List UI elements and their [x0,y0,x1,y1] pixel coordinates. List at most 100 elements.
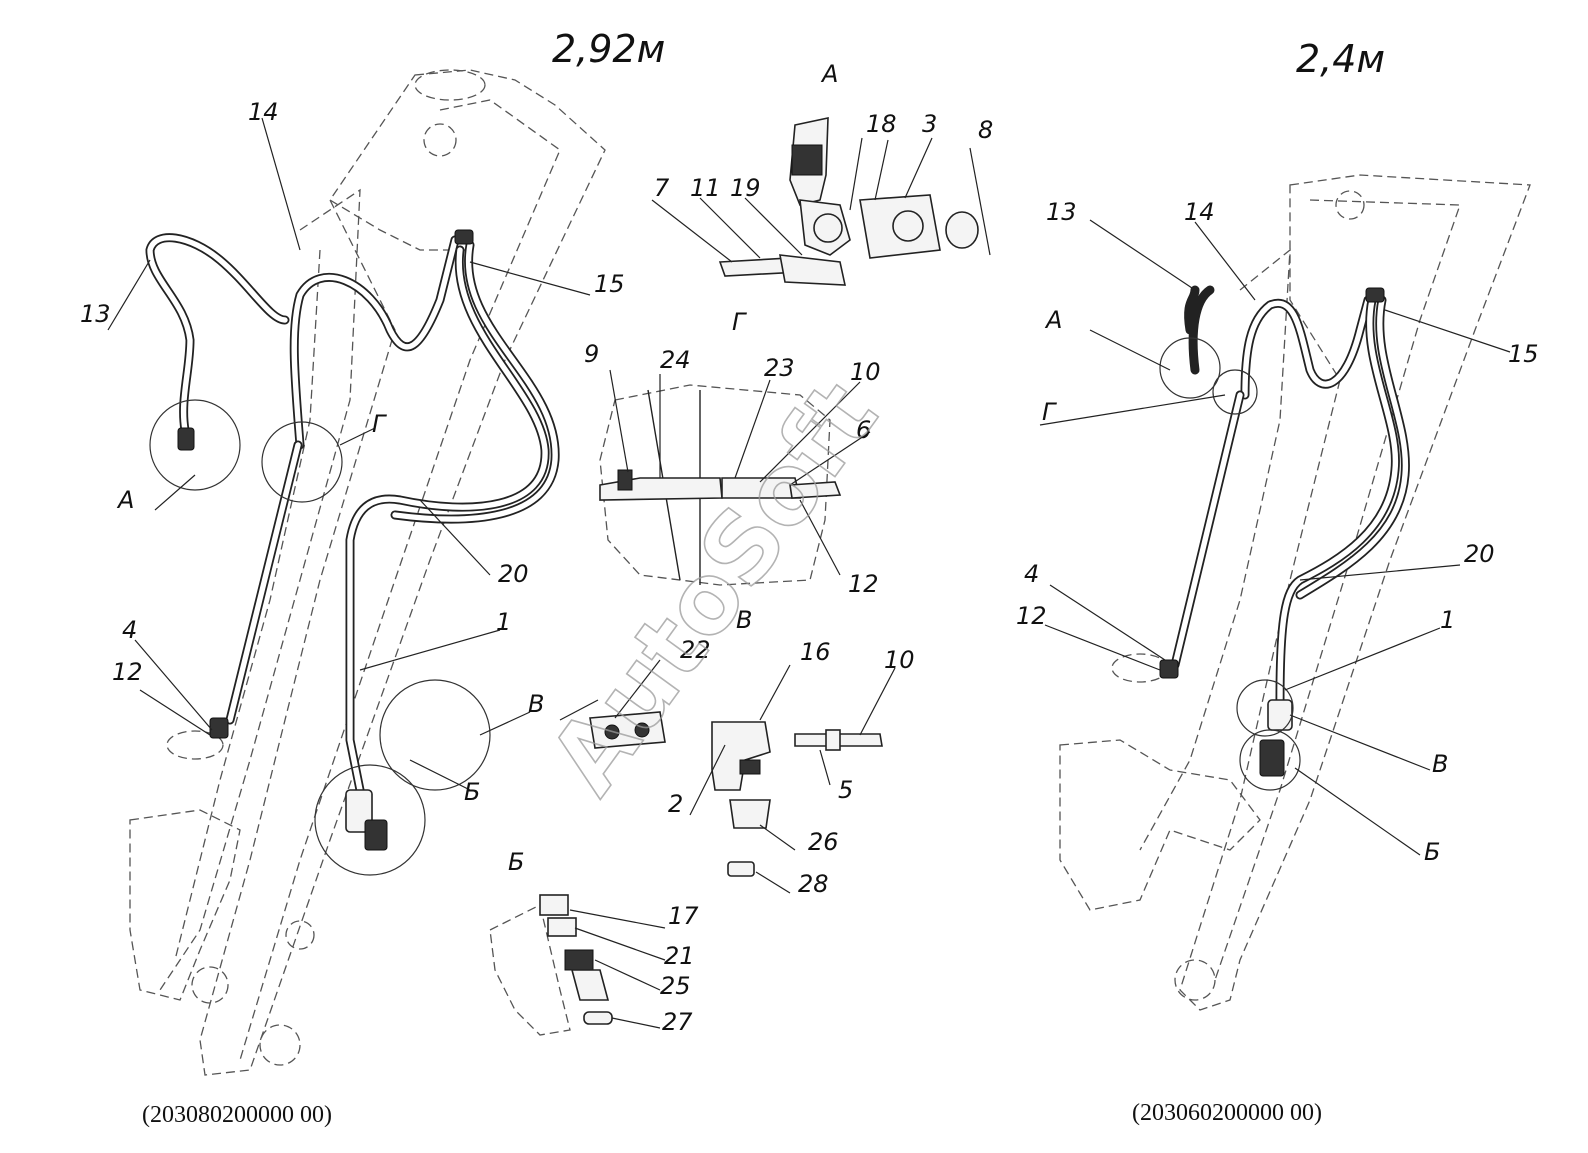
label-16: 16 [800,638,831,666]
detail-a-banjo [813,213,843,243]
label-view-a-r: А [1044,306,1062,334]
detail-v: В 22 16 10 2 5 26 28 [559,606,915,898]
label-22: 22 [680,636,711,664]
right-lever [1059,739,1261,911]
label-24: 24 [660,346,691,374]
label-19: 19 [730,174,761,202]
label-12-r: 12 [1016,602,1047,630]
left-pivot-top [423,123,457,157]
left-pivot-2 [259,1024,301,1066]
label-14: 14 [248,98,279,126]
right-detail-circle-b [1239,729,1301,791]
left-detail-circle-v [379,679,491,791]
left-cylinder-top [414,69,486,101]
left-boom-outline [199,69,606,1076]
label-2: 2 [668,790,683,818]
left-boom-assembly: 13 14 15 А Г 20 1 4 12 В Б [80,69,625,1076]
label-4: 4 [122,616,137,644]
label-28: 28 [798,870,829,898]
detail-b-part-17 [539,894,569,916]
left-hoses [145,233,560,795]
detail-g-title: Г [732,308,747,336]
label-view-v: В [528,690,544,718]
label-18: 18 [866,110,897,138]
label-1-r: 1 [1440,606,1455,634]
left-pivot-1 [191,966,229,1004]
right-fitting-15 [1365,287,1385,303]
label-11: 11 [690,174,721,202]
left-boom-inner [239,99,561,1061]
label-view-g: Г [372,410,387,438]
label-20-r: 20 [1464,540,1495,568]
detail-a-ferrule [791,144,823,176]
detail-b-outline [489,904,571,1036]
heading-left: 2,92м [552,27,665,71]
label-view-g-r: Г [1042,398,1057,426]
label-10-v: 10 [884,646,915,674]
detail-b: Б 17 21 25 27 [489,848,699,1036]
label-20: 20 [498,560,529,588]
label-25: 25 [660,972,691,1000]
detail-v-title: В [736,606,752,634]
label-9: 9 [584,340,599,368]
detail-b-title: Б [508,848,524,876]
label-7: 7 [654,174,670,202]
detail-g-outline [599,384,831,586]
detail-a: А 18 3 8 7 11 19 [651,60,993,286]
label-4-r: 4 [1024,560,1039,588]
left-fitting-15 [454,229,474,245]
detail-g-bolt-10 [789,481,842,499]
right-detail-circle-v [1236,679,1294,737]
detail-v-cap-28 [727,861,755,877]
left-detail-circle-a [149,399,241,491]
label-8: 8 [978,116,993,144]
right-pivot-top [1335,190,1365,220]
left-boom-inner-2 [329,199,470,251]
label-15-r: 15 [1508,340,1539,368]
right-detail-circle-a [1159,337,1221,399]
detail-v-plug-26 [729,799,771,829]
right-pivot-bottom [1174,959,1216,1001]
label-5: 5 [838,776,853,804]
left-detail-circle-g [261,421,343,503]
detail-b-part-27 [583,1011,613,1025]
detail-v-bracket-16 [711,721,771,791]
left-quick-coupler [364,819,388,851]
detail-a-flange-hole [892,210,924,242]
right-boom-assembly: 13 14 15 А Г 20 1 4 12 В Б [1016,174,1539,1011]
detail-b-coupler [570,969,610,1001]
right-hoses [1170,285,1410,705]
label-12-g: 12 [848,570,879,598]
right-quick-coupler [1259,739,1285,777]
left-detail-circle-b [314,764,426,876]
detail-b-part-21 [547,917,577,937]
label-view-a: А [116,486,134,514]
label-15: 15 [594,270,625,298]
right-arm-outline [1139,248,1291,851]
label-14-r: 14 [1184,198,1215,226]
label-17: 17 [668,902,699,930]
left-fitting-a [177,427,195,451]
right-coupling-v [1267,699,1293,731]
label-view-v-r: В [1432,750,1448,778]
left-arm-outline [159,188,361,991]
label-view-b: Б [464,778,480,806]
right-fitting-12 [1159,659,1179,679]
caption-left: (203080200000 00) [142,1102,332,1128]
left-bucket-link [129,809,241,1001]
label-13-r: 13 [1046,198,1077,226]
caption-right: (203060200000 00) [1132,1100,1322,1126]
left-cylinder-bottom [166,730,224,760]
label-23: 23 [764,354,795,382]
heading-right: 2,4м [1296,37,1385,81]
detail-v-nut-2 [739,759,761,775]
label-1: 1 [496,608,511,636]
left-fitting-12 [209,717,229,739]
label-21: 21 [664,942,695,970]
detail-v-hole-1 [604,724,620,740]
label-27: 27 [662,1008,693,1036]
right-detail-circle-g [1212,369,1258,415]
detail-v-hole-2 [634,722,650,738]
label-26: 26 [808,828,839,856]
